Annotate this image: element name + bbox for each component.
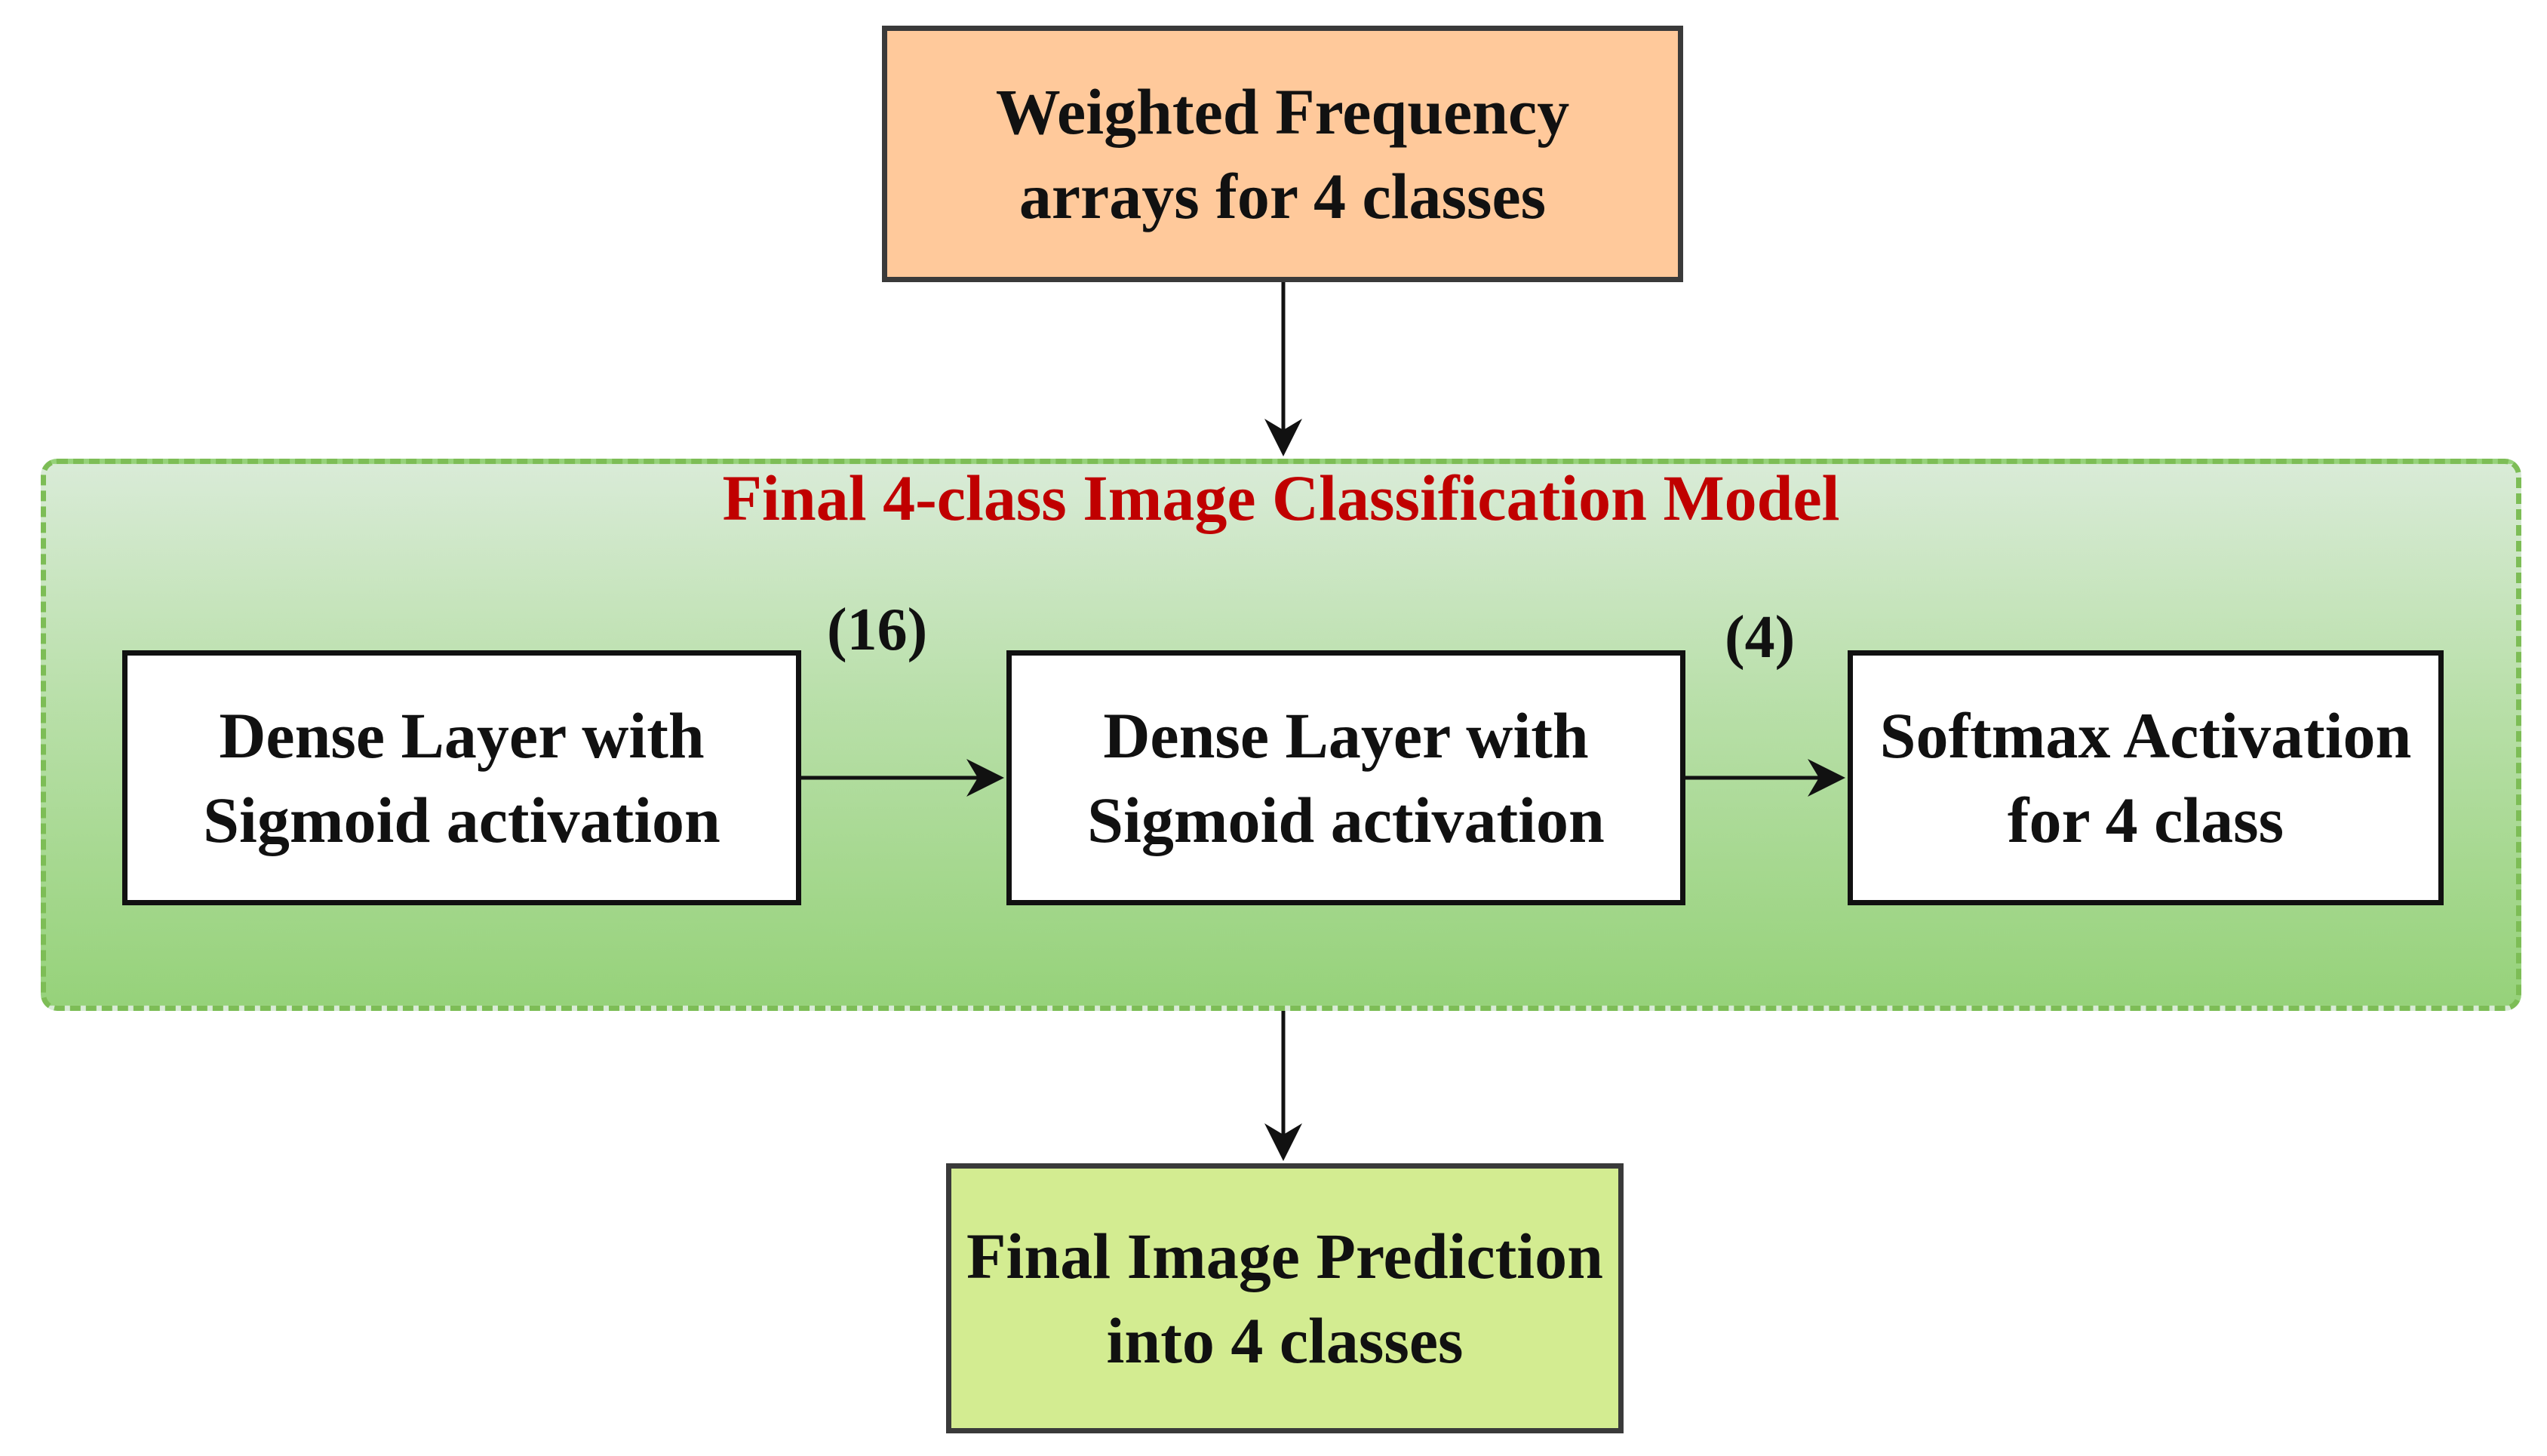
edge-label-units-16: (16) — [827, 597, 928, 663]
softmax-layer-node: Softmax Activation for 4 class — [1848, 650, 2444, 905]
output-node-final-prediction: Final Image Prediction into 4 classes — [946, 1163, 1624, 1433]
dense-layer-1-node: Dense Layer with Sigmoid activation — [122, 650, 801, 905]
softmax-layer-label-line1: Softmax Activation — [1879, 699, 2412, 772]
dense-layer-2-label-line1: Dense Layer with — [1103, 699, 1589, 772]
input-node-label-line2: arrays for 4 classes — [1018, 160, 1547, 232]
output-node-label-line1: Final Image Prediction — [966, 1220, 1603, 1292]
edge-label-units-4: (4) — [1725, 604, 1796, 671]
softmax-layer-label-line2: for 4 class — [2007, 784, 2284, 856]
input-node-label-line1: Weighted Frequency — [995, 75, 1570, 148]
model-group-title: Final 4-class Image Classification Model — [722, 462, 1840, 534]
dense-layer-2-label-line2: Sigmoid activation — [1087, 784, 1605, 856]
dense-layer-2-node: Dense Layer with Sigmoid activation — [1006, 650, 1685, 905]
output-node-label-line2: into 4 classes — [1106, 1304, 1464, 1377]
dense-layer-1-label-line1: Dense Layer with — [219, 699, 705, 772]
dense-layer-1-label-line2: Sigmoid activation — [203, 784, 720, 856]
input-node-weighted-frequency: Weighted Frequency arrays for 4 classes — [882, 26, 1683, 282]
